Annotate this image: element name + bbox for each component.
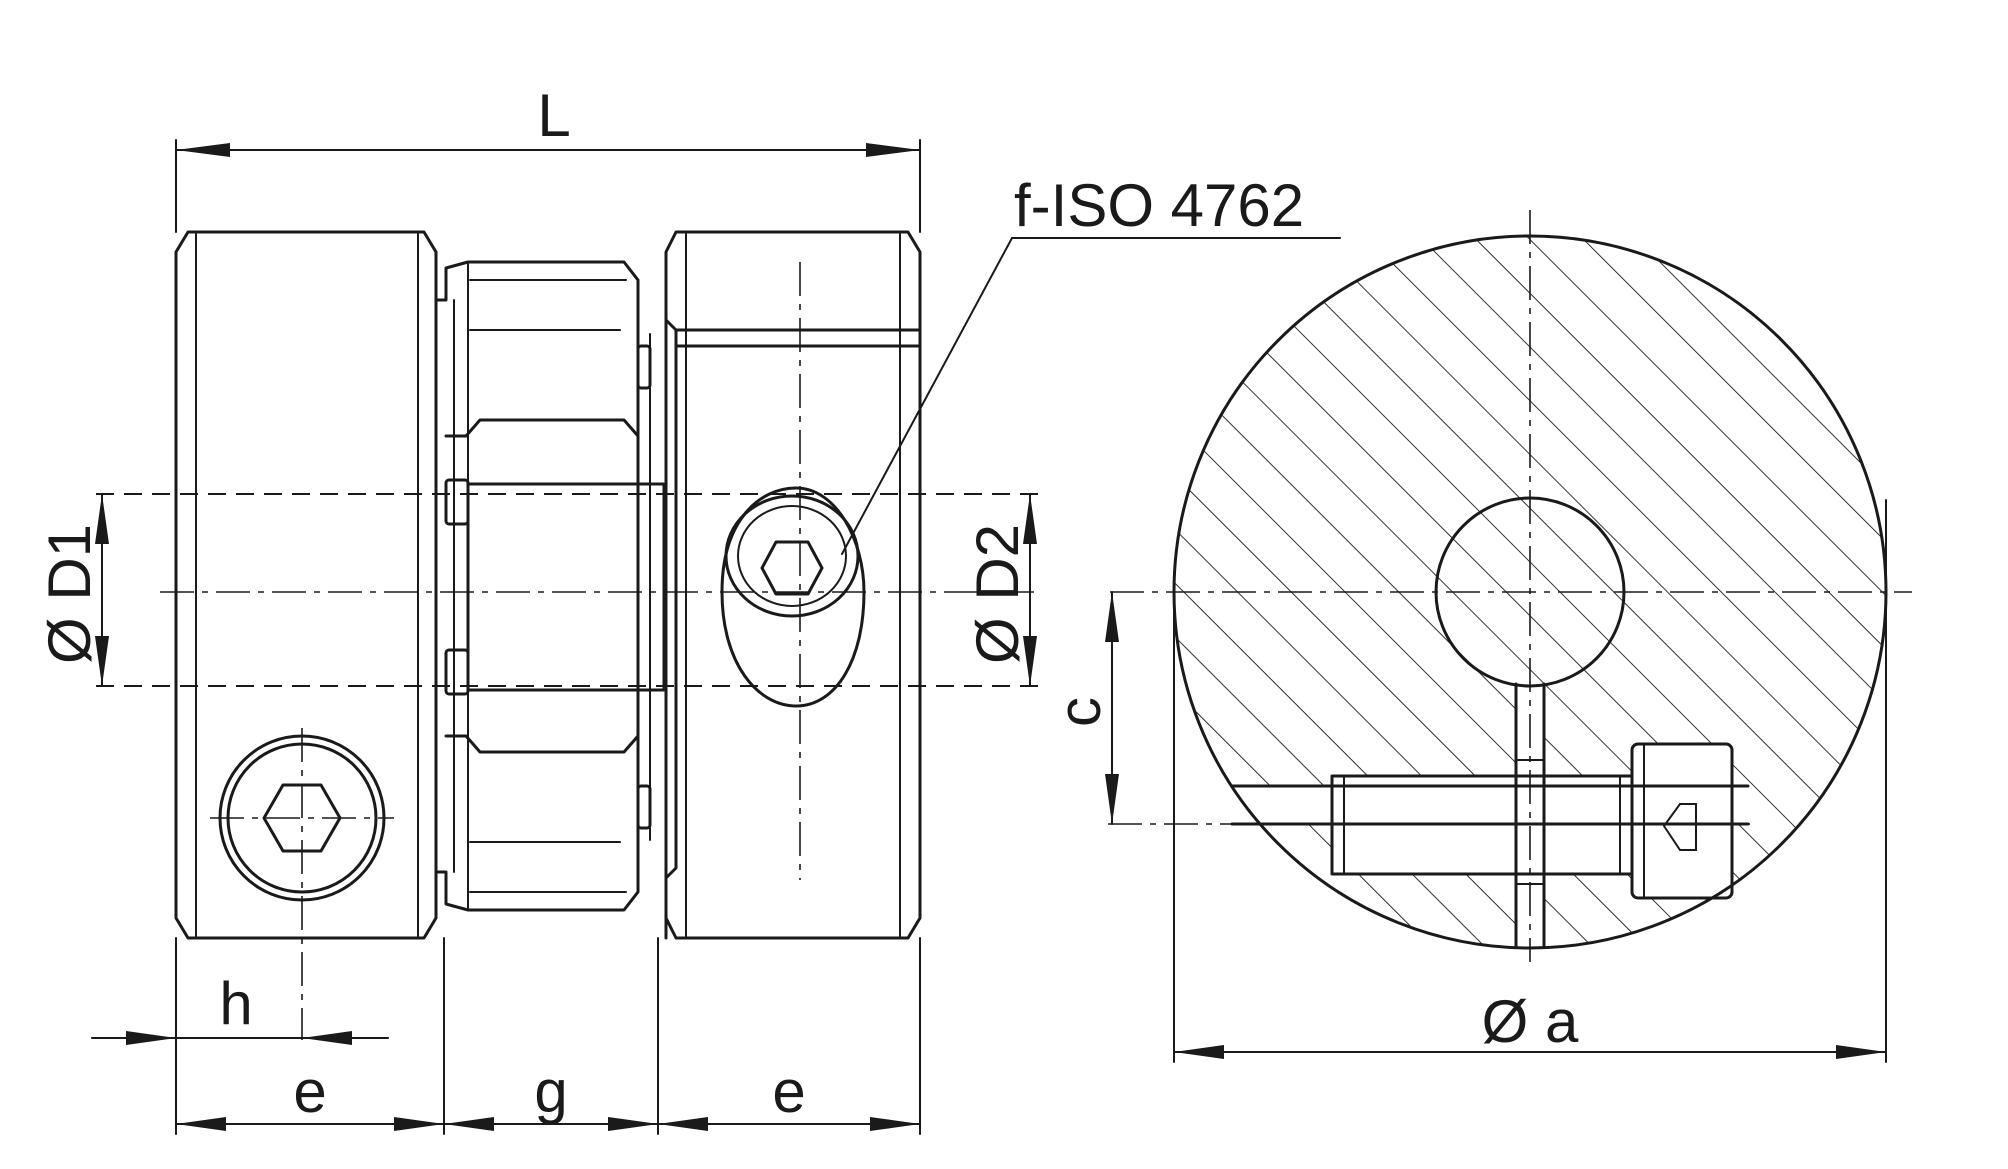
outer-diameter-label: Ø a (1482, 988, 1579, 1055)
gap-length-label: g (534, 1058, 567, 1125)
side-view (96, 230, 1040, 1040)
left-jaws (434, 260, 640, 912)
section-view (1108, 210, 1912, 962)
clamp-screw-side (720, 486, 866, 708)
screw-head-front (210, 728, 394, 1040)
screw-offset-h-label: h (219, 970, 252, 1037)
hub-length-left-label: e (293, 1058, 326, 1125)
left-hub (174, 230, 438, 940)
bore-d2-label: Ø D2 (964, 524, 1031, 664)
screw-callout-label: f-ISO 4762 (1014, 172, 1304, 239)
clamp-distance-label: c (1046, 697, 1113, 727)
hub-length-right-label: e (772, 1058, 805, 1125)
side-dimensions: L f-ISO 4762 Ø D1 Ø D2 h e g e (36, 82, 1341, 1135)
bore-d1-label: Ø D1 (36, 524, 103, 664)
section-dimensions: c Ø a (1046, 499, 1887, 1063)
hex-socket-screw-icon (760, 540, 824, 596)
spider-insert (444, 333, 666, 841)
length-label: L (537, 82, 570, 149)
right-hub (664, 230, 922, 940)
